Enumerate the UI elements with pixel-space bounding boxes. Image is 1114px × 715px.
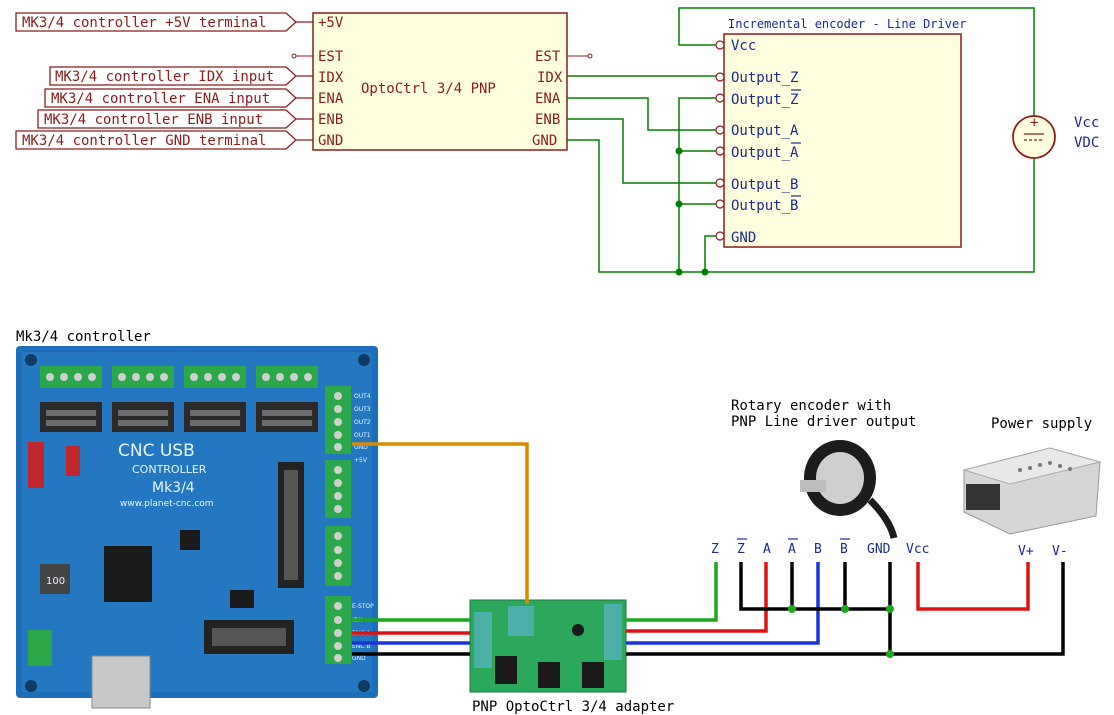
adapter-board (469, 599, 627, 693)
svg-text:OUT1: OUT1 (354, 432, 371, 439)
svg-text:MK3/4 controller +5V terminal: MK3/4 controller +5V terminal (22, 15, 266, 31)
encoder-pin-a-bar: Output_A (731, 145, 799, 161)
controller-label-5v: MK3/4 controller +5V terminal (15, 12, 297, 32)
svg-text:100: 100 (46, 576, 65, 587)
encoder-caption-1: Rotary encoder with (731, 398, 891, 414)
wire-labels: Z Z A A B B GND Vcc V+ V- (711, 538, 1068, 559)
source-label-vcc: Vcc (1074, 115, 1099, 131)
svg-text:GND: GND (352, 655, 366, 662)
encoder-pin-b: Output_B (731, 177, 798, 193)
svg-text:www.planet-cnc.com: www.planet-cnc.com (120, 499, 214, 509)
svg-text:GND: GND (867, 542, 891, 557)
svg-text:MK3/4 controller IDX input: MK3/4 controller IDX input (55, 69, 274, 85)
opto-title: OptoCtrl 3/4 PNP (361, 81, 496, 97)
svg-text:E-STOP: E-STOP (352, 603, 374, 610)
photo-junctions (788, 605, 894, 658)
svg-text:OUT3: OUT3 (354, 406, 371, 413)
opto-pin-est-left: EST (318, 49, 344, 65)
top-terminal-blocks (40, 366, 318, 388)
encoder-pin-a: Output_A (731, 123, 799, 139)
controller-label-ena: MK3/4 controller ENA input (44, 88, 297, 108)
svg-text:Vcc: Vcc (906, 542, 929, 557)
opto-pin-idx-left: IDX (318, 70, 344, 86)
photo-wiring: Mk3/4 controller (16, 329, 1102, 715)
rotary-encoder-image (800, 440, 898, 539)
opto-pin-idx-right: IDX (537, 70, 563, 86)
svg-text:MK3/4 controller ENB input: MK3/4 controller ENB input (44, 112, 263, 128)
controller-label-enb: MK3/4 controller ENB input (37, 109, 297, 129)
svg-text:Z: Z (711, 542, 719, 557)
opto-pin-5v: +5V (318, 15, 344, 31)
overbars (791, 89, 801, 197)
label-wires (296, 21, 313, 141)
encoder-title: Incremental encoder - Line Driver (728, 17, 966, 31)
opto-pin-est-right: EST (535, 49, 561, 65)
svg-text:B: B (814, 542, 822, 557)
idc-headers (40, 402, 318, 432)
inductor (40, 564, 70, 594)
opto-pin-gnd-left: GND (318, 133, 343, 149)
source-label-vdc: VDC (1074, 135, 1099, 151)
junctions (675, 147, 709, 276)
encoder-block: Incremental encoder - Line Driver Vcc Ou… (715, 17, 966, 248)
svg-text:B: B (840, 542, 848, 557)
svg-text:A: A (788, 542, 796, 557)
opto-pin-ena-left: ENA (318, 91, 344, 107)
svg-text:CNC USB: CNC USB (118, 441, 195, 461)
svg-text:CONTROLLER: CONTROLLER (132, 463, 207, 476)
svg-text:Mk3/4: Mk3/4 (152, 480, 195, 496)
svg-text:MK3/4 controller GND terminal: MK3/4 controller GND terminal (22, 133, 266, 149)
usb-connector (91, 655, 151, 709)
mcu-chip (104, 546, 152, 602)
svg-text:A: A (763, 542, 771, 557)
svg-text:+5V: +5V (354, 457, 368, 464)
adapter-caption: PNP OptoCtrl 3/4 adapter (472, 699, 674, 715)
svg-text:V+: V+ (1018, 544, 1034, 559)
opto-pin-enb-right: ENB (535, 112, 560, 128)
controller-label-idx: MK3/4 controller IDX input (49, 66, 297, 86)
encoder-pin-vcc: Vcc (731, 38, 756, 54)
encoder-pin-z-bar: Output_Z (731, 92, 798, 108)
controller-board: OUT4 OUT3 OUT2 OUT1 GND +5V E-STOP IDX E… (16, 346, 378, 709)
controller-caption: Mk3/4 controller (16, 329, 151, 345)
opto-pin-enb-left: ENB (318, 112, 343, 128)
svg-text:V-: V- (1052, 544, 1068, 559)
svg-text:ENC B: ENC B (352, 643, 371, 650)
opto-block: OptoCtrl 3/4 PNP +5V EST IDX ENA ENB GND… (291, 12, 593, 151)
dc-source: + Vcc VDC (1012, 115, 1099, 159)
red-connector (28, 442, 44, 488)
encoder-pin-gnd: GND (731, 230, 756, 246)
opto-pin-ena-right: ENA (535, 91, 561, 107)
schematic-wires (567, 7, 1035, 273)
encoder-caption-2: PNP Line driver output (731, 414, 916, 430)
controller-label-gnd: MK3/4 controller GND terminal (15, 130, 297, 150)
photo-wires (352, 442, 1065, 656)
side-terminal-blocks (325, 386, 351, 664)
encoder-pin-b-bar: Output_B (731, 198, 798, 214)
schematic: MK3/4 controller +5V terminal MK3/4 cont… (15, 7, 1099, 276)
svg-text:GND: GND (354, 444, 368, 451)
svg-text:OUT4: OUT4 (354, 393, 371, 400)
svg-text:Z: Z (737, 542, 745, 557)
pcb-branding: CNC USB CONTROLLER Mk3/4 www.planet-cnc.… (118, 441, 214, 509)
psu-caption: Power supply (991, 416, 1092, 432)
power-supply-image (962, 447, 1102, 535)
svg-text:MK3/4 controller ENA input: MK3/4 controller ENA input (51, 91, 270, 107)
svg-text:OUT2: OUT2 (354, 419, 371, 426)
opto-pin-gnd-right: GND (532, 133, 557, 149)
encoder-pin-z: Output_Z (731, 70, 798, 86)
svg-text:+: + (1030, 115, 1038, 131)
